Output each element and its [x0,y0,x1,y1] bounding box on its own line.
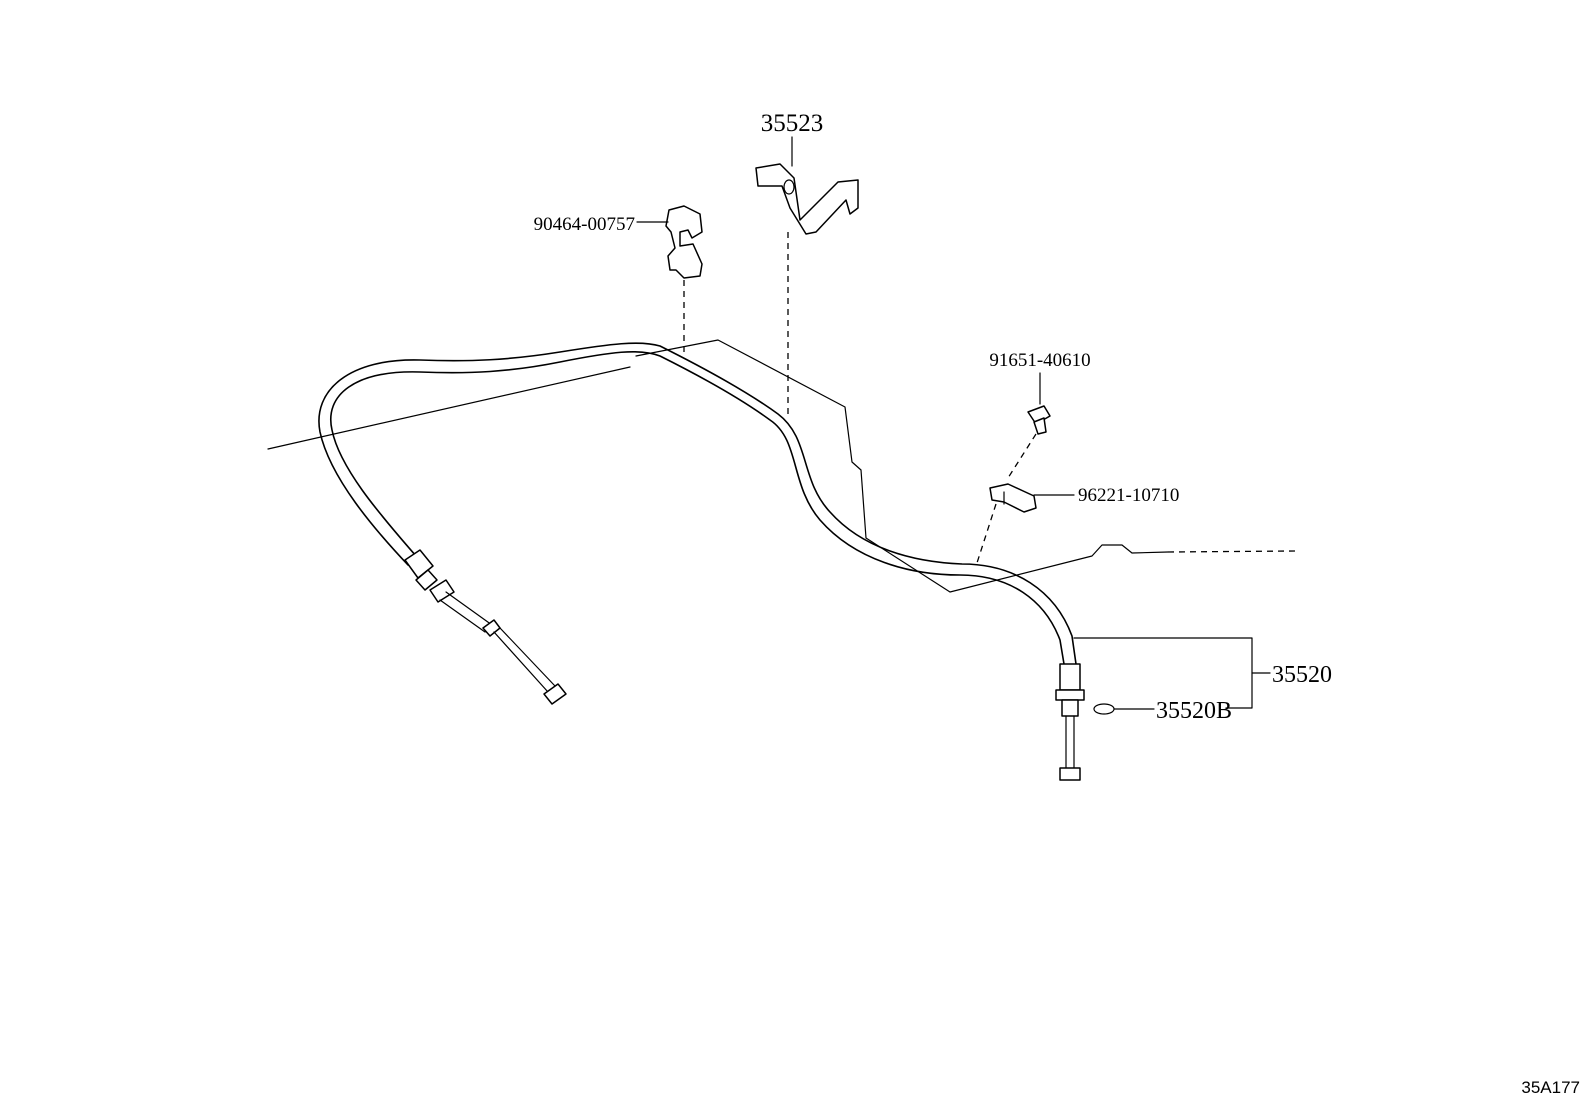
mounting-plate-dashed-end [1167,550,1296,553]
clamp-dashed-guide [975,503,997,567]
part-label-35520[interactable]: 35520 [1272,662,1332,688]
vehicle-body-reference-line [267,366,631,450]
cable-clip-drawing [665,205,703,279]
o-ring-drawing [1093,703,1115,715]
bolt-drawing [1027,405,1051,435]
figure-reference-code: 35A177 [1521,1078,1580,1097]
clamp-drawing [989,483,1037,513]
mounting-plate-outline [635,339,867,539]
transmission-control-cable-inner [318,342,1077,665]
part-label-96221-10710[interactable]: 96221-10710 [1078,485,1179,506]
bracket-drawing [755,163,859,235]
cable-right-end-assembly [1055,663,1085,781]
cable-left-end-assembly [404,549,567,705]
mounting-plate-lower-edge [865,537,1169,593]
part-label-35523[interactable]: 35523 [761,110,824,137]
bolt-dashed-guide [1007,433,1037,479]
transmission-control-cable-outer [330,350,1065,665]
part-label-35520b[interactable]: 35520B [1156,698,1232,724]
part-label-90464-00757[interactable]: 90464-00757 [534,214,635,235]
part-label-91651-40610[interactable]: 91651-40610 [989,350,1090,371]
